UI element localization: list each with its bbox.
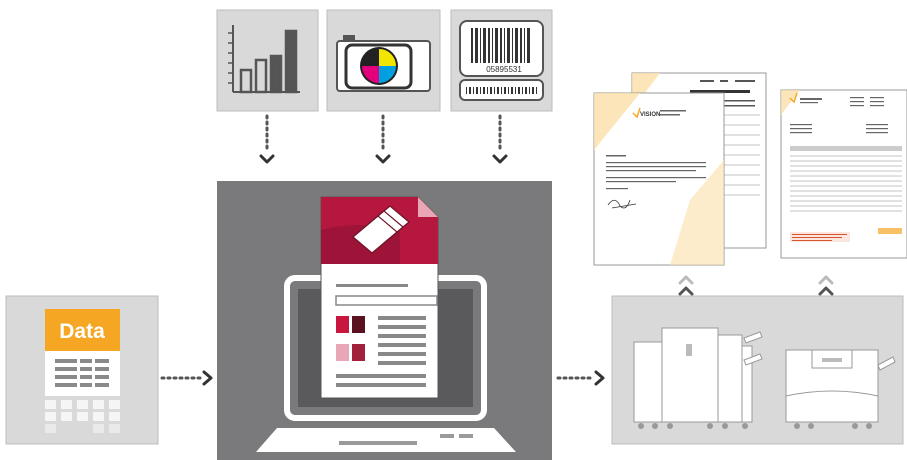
chevron-down-icon — [375, 154, 391, 164]
stack-of-papers-icon — [352, 205, 410, 254]
chevron-right-icon — [594, 370, 605, 386]
output-documents: VISION — [593, 72, 907, 266]
keyboard — [256, 428, 516, 452]
chevron-down-icon — [492, 154, 508, 164]
data-header — [45, 309, 120, 351]
document-logo: VISION — [640, 112, 660, 118]
color-cartridge-icon — [336, 35, 431, 92]
input-barcode-panel: 05895531 — [450, 9, 553, 112]
signature — [607, 199, 637, 209]
office-printer-icon — [785, 349, 896, 429]
data-label: Data — [59, 320, 105, 343]
data-sheet — [45, 351, 120, 396]
data-sheet-lines — [55, 359, 109, 387]
barcode-number: 05895531 — [486, 65, 522, 74]
printer-panel — [611, 295, 904, 445]
composition-engine — [217, 181, 552, 460]
output-document-icon — [320, 196, 439, 399]
data-grid-fade — [45, 400, 120, 433]
document-page-letter: VISION — [593, 92, 725, 266]
bar-chart-icon — [228, 25, 300, 94]
double-chevron-up-icon — [678, 275, 694, 296]
production-printer-icon — [633, 327, 763, 429]
down-arrows — [265, 114, 502, 150]
double-chevron-up-icon — [818, 275, 834, 296]
barcode-icon: 05895531 — [459, 20, 544, 101]
input-chart-panel — [216, 9, 319, 112]
chevron-down-icon — [259, 154, 275, 164]
chevron-right-icon — [202, 370, 213, 386]
document-page-invoice — [780, 89, 907, 259]
arrow-engine-to-printers — [556, 370, 605, 386]
arrow-data-to-engine — [160, 370, 213, 386]
data-source: Data — [5, 295, 159, 445]
input-color-panel — [326, 9, 441, 112]
